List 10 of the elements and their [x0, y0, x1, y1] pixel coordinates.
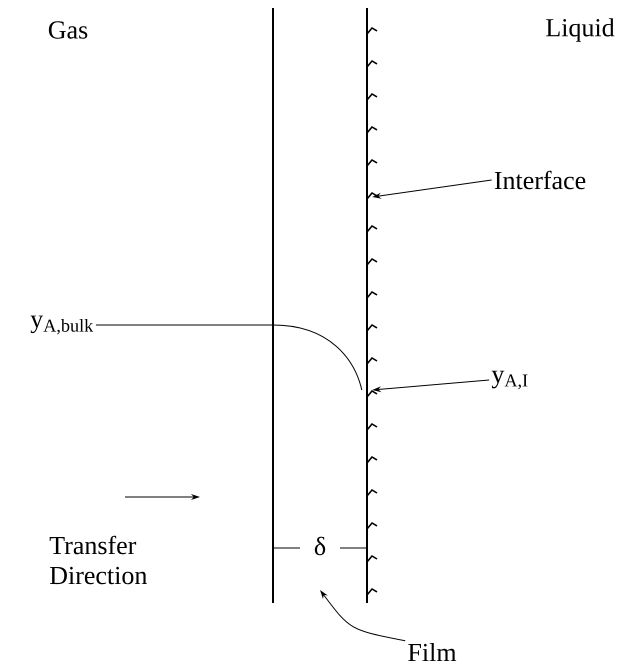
bulk-concentration-label: y$_{A,bulk}$ — [30, 316, 94, 334]
thickness-symbol: δ — [314, 536, 326, 556]
interface-wall — [366, 8, 378, 603]
region-label: Liquid — [546, 18, 614, 42]
direction-label: Transfer Direction — [50, 536, 147, 584]
region-label: Gas — [48, 21, 88, 39]
film-label: Film — [408, 642, 456, 662]
interface-label: Interface — [494, 170, 586, 190]
concentration-profile — [95, 324, 362, 390]
interface-concentration-label: y$_{A,I}$ — [492, 370, 528, 390]
